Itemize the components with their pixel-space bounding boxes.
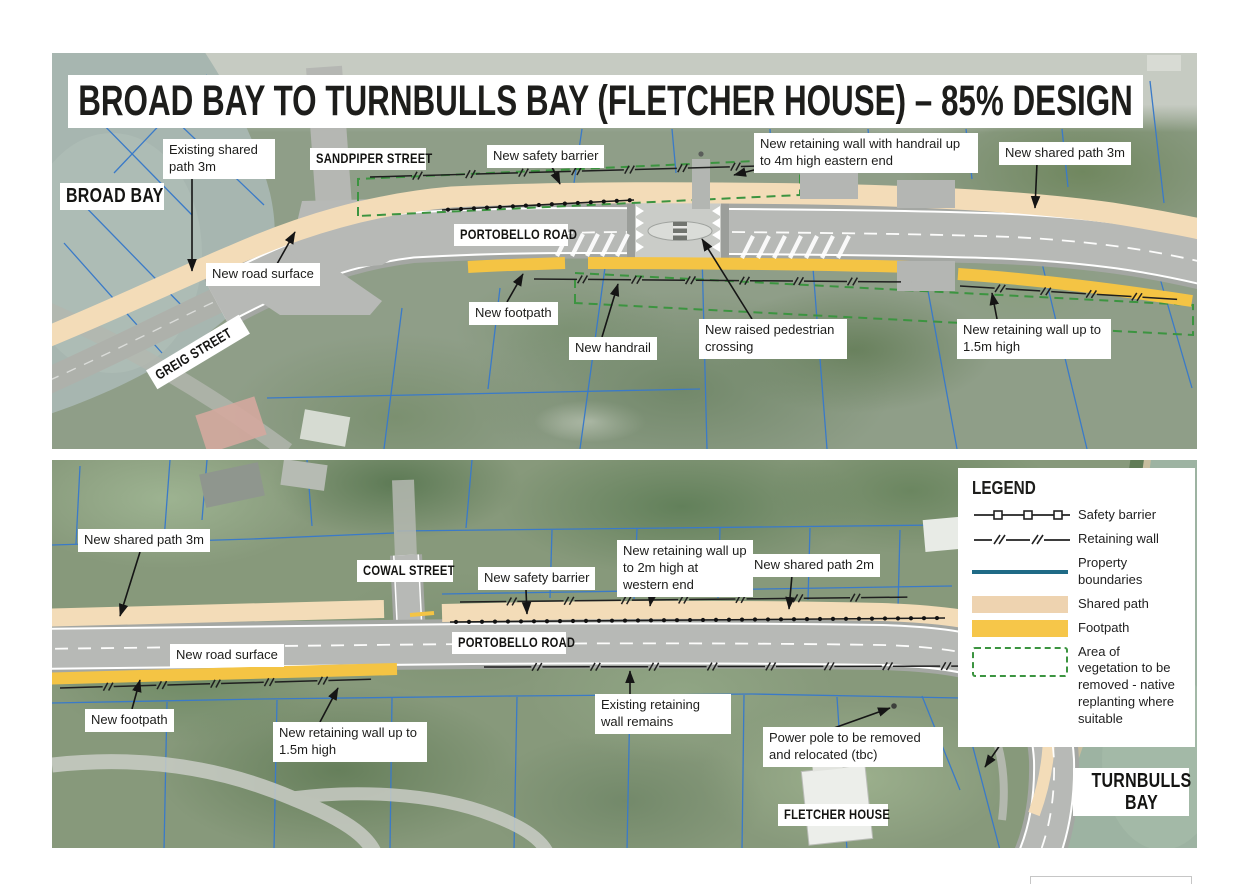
crossing-connector	[692, 159, 710, 209]
street-label-cowal: COWAL STREET	[357, 560, 454, 582]
retaining-wall-icon	[972, 532, 1078, 546]
legend-item-safety-barrier: Safety barrier	[972, 507, 1183, 524]
footpath-south-panel	[52, 663, 398, 685]
cropped-logo-box	[1030, 876, 1192, 884]
annotation-new-shared-path-3m: New shared path 3m	[999, 142, 1131, 165]
annotation-new-footpath: New footpath	[469, 302, 558, 325]
annotation-new-shared-path-3m-south: New shared path 3m	[78, 529, 210, 552]
legend-title: LEGEND	[972, 478, 1036, 498]
annotation-existing-retaining-wall: Existing retaining wall remains	[595, 694, 731, 734]
street-label-fletcher-house: FLETCHER HOUSE	[778, 804, 890, 826]
cowal-street-upper	[392, 479, 417, 559]
residential-streets	[52, 754, 553, 848]
legend-item-vegetation: Area of vegetation to be removed - nativ…	[972, 644, 1183, 728]
safety-barrier-icon	[972, 508, 1078, 522]
annotation-new-retaining-wall-handrail: New retaining wall with handrail up to 4…	[754, 133, 978, 173]
house-roof	[195, 396, 267, 449]
place-label-broad-bay: BROAD BAY	[60, 183, 164, 210]
annotation-new-shared-path-2m: New shared path 2m	[748, 554, 880, 577]
wall-barrier-symbols-north	[369, 162, 1189, 302]
crossing-chevrons	[636, 206, 720, 252]
shared-path-north	[52, 182, 1197, 347]
annotation-new-handrail: New handrail	[569, 337, 657, 360]
annotation-new-retaining-wall-1-5m: New retaining wall up to 1.5m high	[957, 319, 1111, 359]
page-title: BROAD BAY TO TURNBULLS BAY (FLETCHER HOU…	[68, 75, 1143, 128]
map-panel-south: New shared path 3m COWAL STREET New safe…	[52, 460, 1197, 848]
annotation-new-raised-crossing: New raised pedestrian crossing	[699, 319, 847, 359]
vegetation-area-icon	[972, 644, 1078, 677]
annotation-new-road-surface: New road surface	[206, 263, 320, 286]
map-panel-north: BROAD BAY TO TURNBULLS BAY (FLETCHER HOU…	[52, 53, 1197, 449]
pole	[698, 151, 704, 157]
driveway	[897, 261, 955, 291]
house-roof	[280, 460, 328, 491]
legend-item-footpath: Footpath	[972, 619, 1183, 637]
driveway	[897, 180, 955, 208]
wall-barrier-symbols-south	[59, 593, 1011, 692]
power-pole	[891, 703, 897, 709]
house-roof	[199, 462, 265, 508]
footpath-crossing-cowal	[409, 611, 435, 617]
footpath-north-panel	[467, 257, 1193, 307]
legend-item-property-boundaries: Property boundaries	[972, 555, 1183, 589]
vegetation-area-north	[357, 157, 801, 218]
annotation-power-pole: Power pole to be removed and relocated (…	[763, 727, 943, 767]
legend-item-retaining-wall: Retaining wall	[972, 531, 1183, 548]
annotation-arrows-north	[187, 162, 1041, 338]
annotation-new-retaining-wall-2m: New retaining wall up to 2m high at west…	[617, 540, 753, 597]
street-label-portobello-north: PORTOBELLO ROAD	[454, 224, 577, 246]
street-label-portobello-south: PORTOBELLO ROAD	[452, 632, 575, 654]
house-roof	[299, 409, 351, 447]
street-label-sandpiper: SANDPIPER STREET	[310, 148, 432, 170]
place-label-turnbulls-bay: TURNBULLS BAY	[1073, 768, 1191, 816]
shared-path-swatch	[972, 595, 1078, 613]
annotation-arrows-south	[118, 551, 1001, 768]
annotation-new-safety-barrier: New safety barrier	[487, 145, 605, 168]
annotation-new-safety-barrier-south: New safety barrier	[478, 567, 596, 590]
legend: LEGEND Safety barrier Retaining wall Pro…	[958, 468, 1195, 748]
road-markings-north	[471, 231, 1197, 262]
house-roof	[1147, 55, 1181, 71]
footpath-swatch	[972, 619, 1078, 637]
crossing-island	[647, 221, 713, 241]
legend-item-shared-path: Shared path	[972, 595, 1183, 613]
annotation-existing-shared-path: Existing shared path 3m	[163, 139, 275, 179]
annotation-new-retaining-wall-1-5m-south: New retaining wall up to 1.5m high	[273, 722, 427, 762]
annotation-new-road-surface-south: New road surface	[170, 644, 284, 667]
annotation-new-footpath-south: New footpath	[85, 709, 174, 732]
property-boundary-icon	[972, 569, 1078, 574]
